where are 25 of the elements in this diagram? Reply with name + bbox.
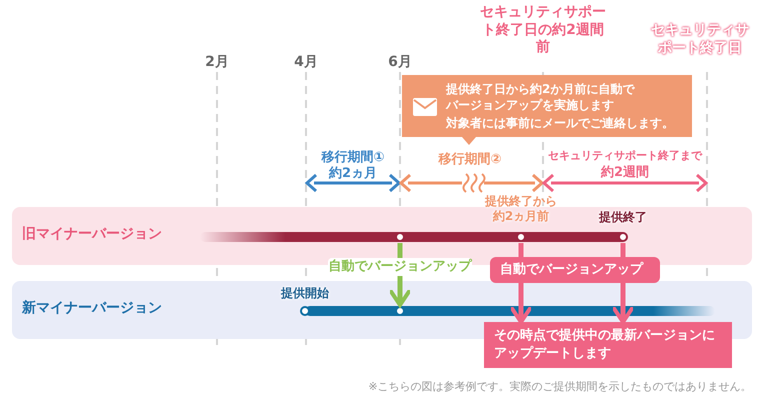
timeline-point <box>300 306 310 316</box>
callout-text: 提供終了日から約2か月前に自動でバージョンアップを実施します <box>446 81 636 113</box>
edge-label: 自動でバージョンアップ <box>328 258 472 276</box>
milestone-label: セキュリティサポート終了日の約2週間前 <box>479 4 607 56</box>
band-title: 新マイナーバージョン <box>22 300 162 318</box>
period-label: セキュリティサポート終了まで <box>547 149 704 163</box>
point-caption: 提供終了 <box>598 210 648 225</box>
point-caption: 提供開始 <box>280 286 330 301</box>
period-label: 移行期間① <box>320 150 386 166</box>
month-label: 6月 <box>387 54 413 72</box>
period-label: 約2ヵ月 <box>328 166 378 182</box>
update-tag: 自動でバージョンアップ <box>490 257 660 283</box>
arrow <box>611 283 635 324</box>
period-label: 移行期間② <box>437 152 502 168</box>
footnote: ※こちらの図は参考例です。実際のご提供期間を示したものではありません。 <box>367 380 753 394</box>
timeline-point <box>618 232 628 242</box>
point-caption: 提供終了から約2ヵ月前 <box>484 194 558 224</box>
band-title: 旧マイナーバージョン <box>22 226 162 244</box>
callout-text: 対象者には事前にメールでご連絡します。 <box>446 115 675 131</box>
message-box: その時点で提供中の最新バージョンにアップデートします <box>484 322 732 368</box>
month-label: 4月 <box>293 54 319 72</box>
month-label: 2月 <box>204 54 230 72</box>
period-label: 約2週間 <box>600 165 650 182</box>
arrow <box>509 283 533 324</box>
milestone-label: セキュリティサポート終了日 <box>649 22 751 57</box>
